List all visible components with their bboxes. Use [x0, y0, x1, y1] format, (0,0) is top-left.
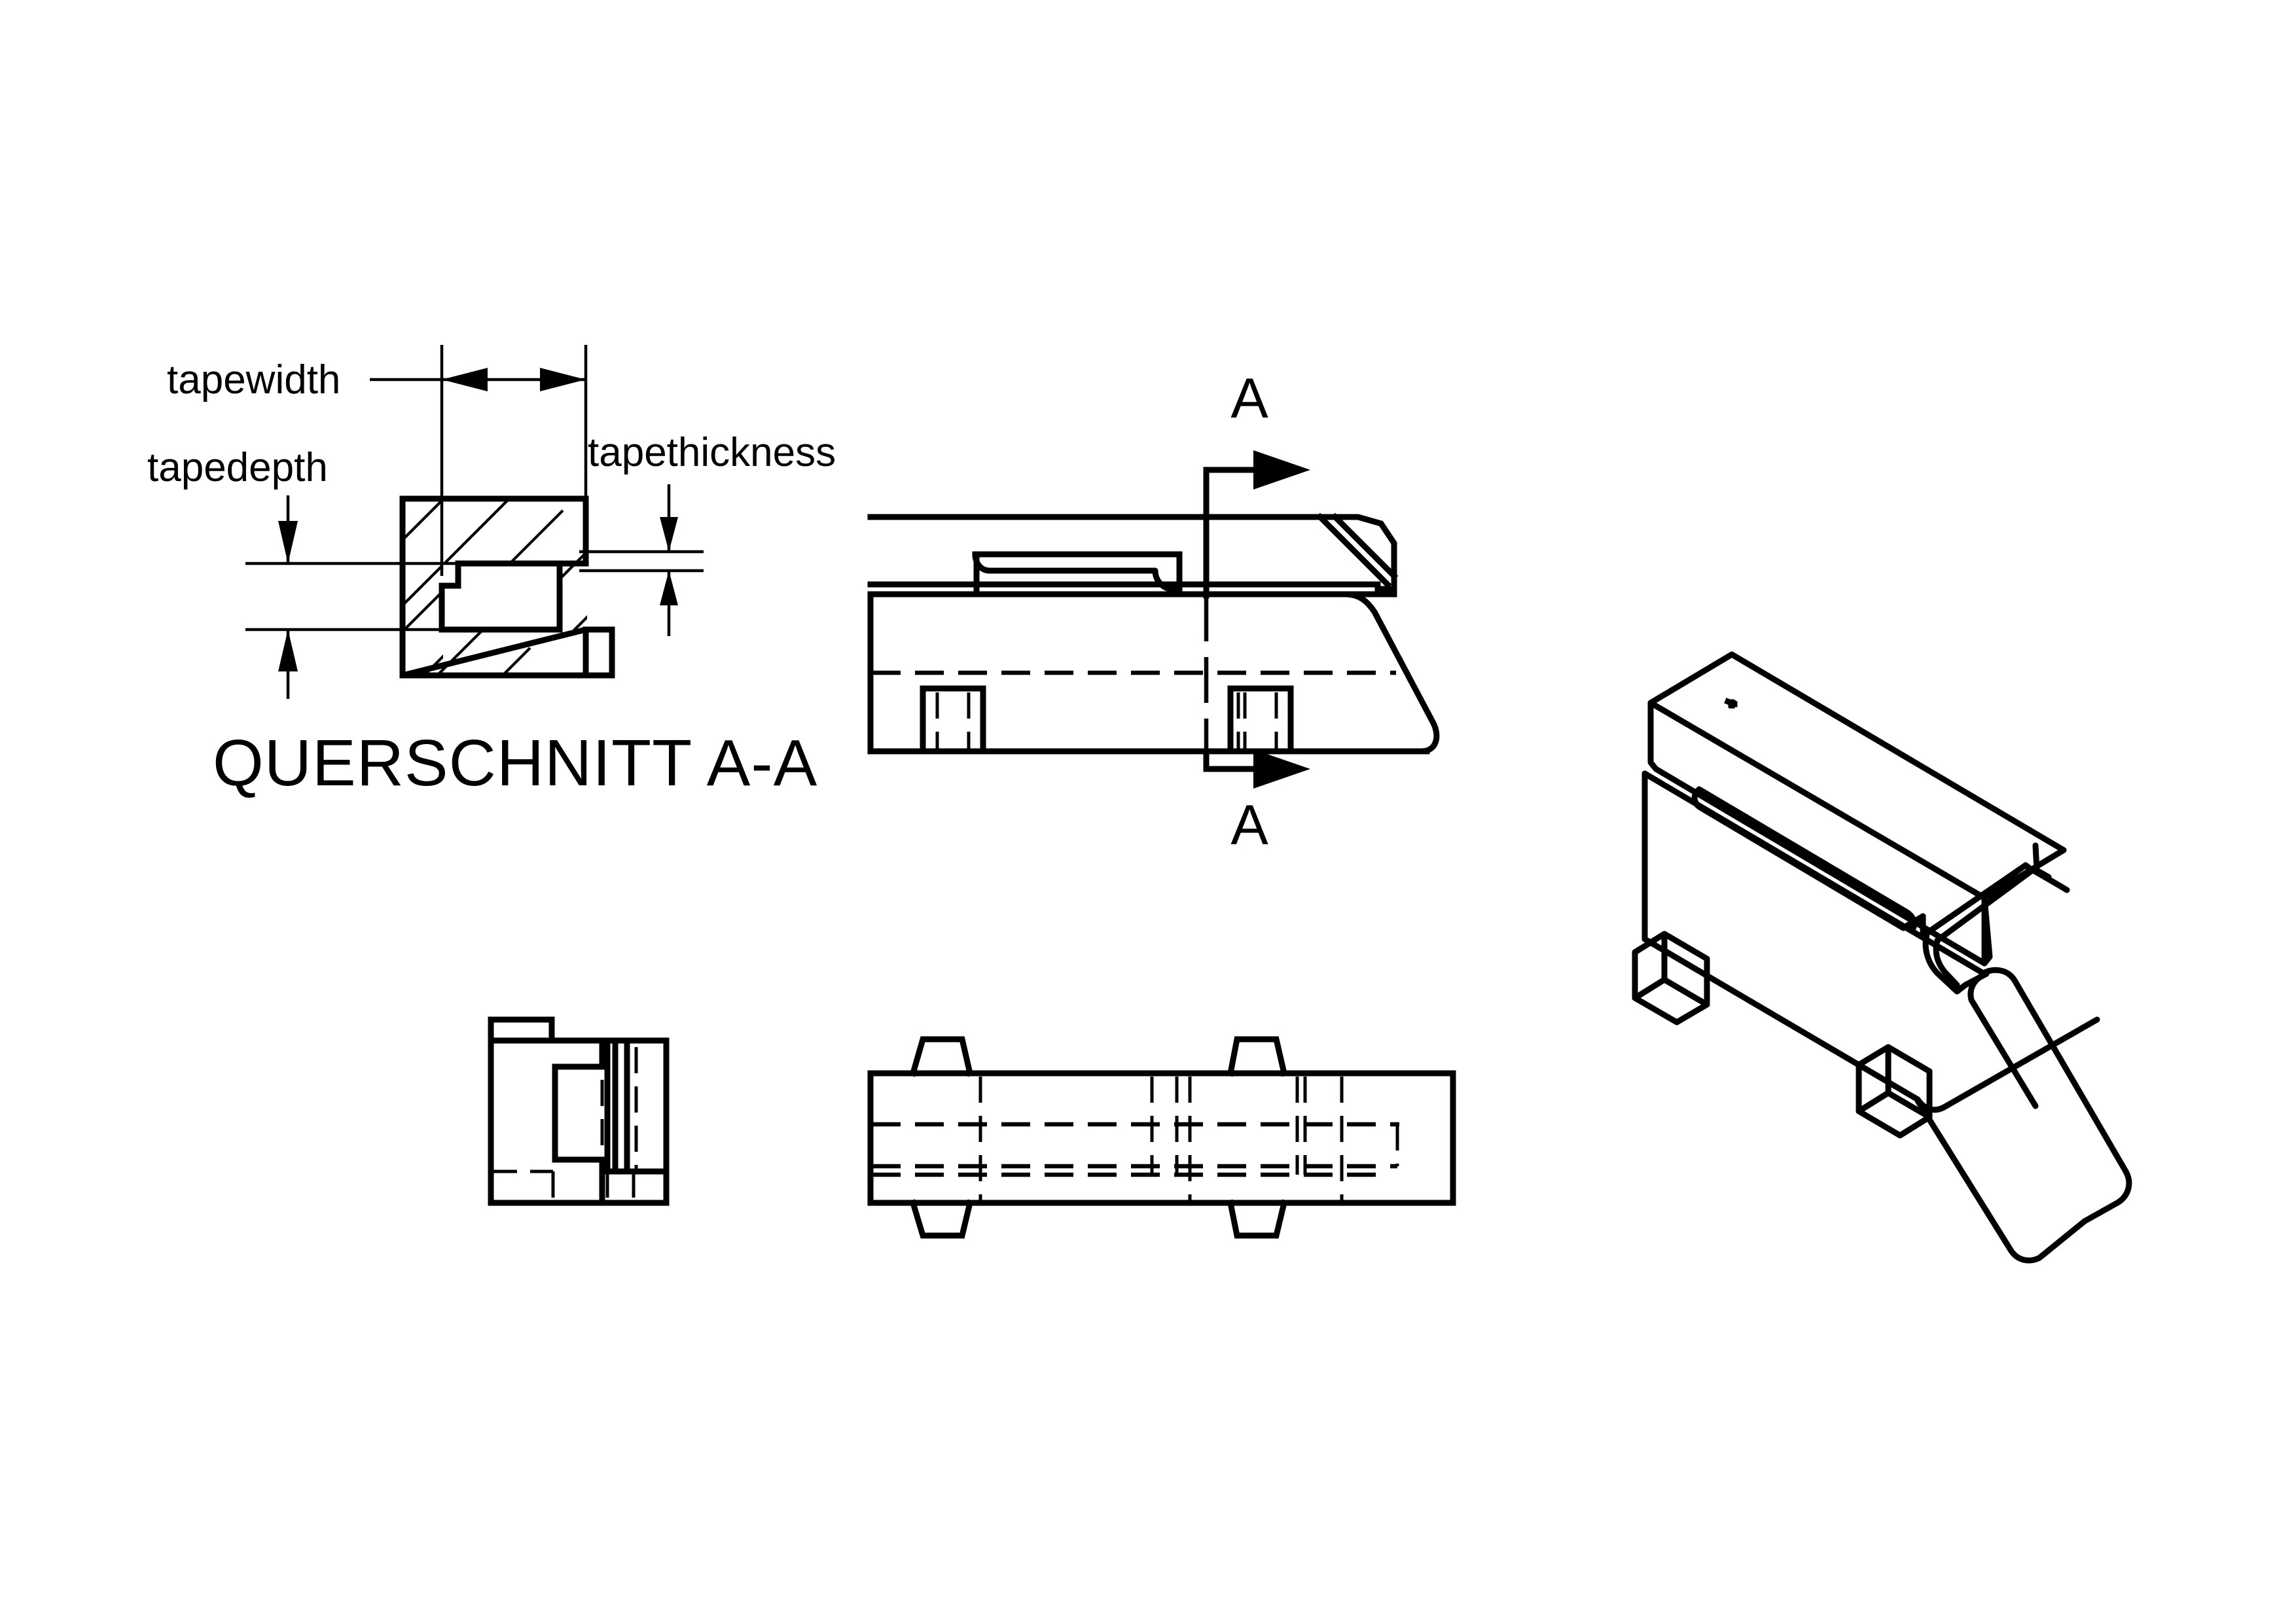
iso-notch [2032, 842, 2052, 880]
iso-topslab-leftface [1647, 700, 1993, 967]
tapewidth-arrow-right [540, 368, 586, 391]
iso-topslab-topface [1647, 651, 2067, 901]
plan-lug-top-left [909, 1036, 974, 1077]
plan-lug-top-right [1227, 1036, 1288, 1077]
plan-lug-bottom-right [1227, 1199, 1288, 1239]
section-hatching [403, 499, 587, 675]
side-tape-slot [972, 551, 1183, 597]
side-lug-right [1227, 685, 1294, 755]
tapedepth-label: tapedepth [147, 445, 328, 490]
side-body-outline [867, 514, 1397, 592]
side-chamfer-line-2 [1331, 512, 1399, 580]
iso-tape-slot-edge-a [1900, 913, 1926, 931]
section-arrow-top [1253, 450, 1310, 490]
dimension-tapewidth: tapewidth [167, 345, 588, 576]
view-isometric [1632, 651, 2132, 1264]
view-end-elevation [488, 1016, 670, 1206]
xs-groove [439, 560, 563, 633]
xs-side-lug [583, 626, 615, 679]
tapethickness-label: tapethickness [588, 430, 836, 475]
tapedepth-arrow-top [278, 521, 298, 563]
iso-lug-right [1856, 1044, 1933, 1139]
view-side-elevation: A A [867, 367, 1440, 857]
iso-blade-ramp-face [1922, 929, 1990, 995]
iso-slot-opening-right [2057, 883, 2070, 893]
end-outline [488, 1016, 670, 1206]
dimension-tapedepth: tapedepth [147, 445, 471, 699]
cross-section-outline [399, 495, 615, 679]
iso-solid [1632, 651, 2132, 1264]
tapewidth-label: tapewidth [167, 357, 340, 402]
tapethickness-arrow-bottom [660, 571, 678, 605]
section-title: QUERSCHNITT A-A [213, 726, 817, 800]
section-mark-a-top: A [1203, 367, 1310, 599]
end-top-tab [488, 1016, 555, 1044]
section-letter-bottom: A [1230, 794, 1268, 857]
iso-geometry [1728, 699, 1738, 709]
iso-tape-slot-outer [1691, 787, 1913, 931]
section-arrow-bottom [1253, 749, 1310, 789]
side-tape-slot-curve [972, 551, 1183, 592]
side-chamfer-line-1 [1316, 512, 1392, 589]
iso-mainblock-front [1641, 770, 1921, 1103]
tapethickness-arrow-top [660, 517, 678, 552]
iso-taper-ridge [1980, 967, 2132, 1224]
tapedepth-arrow-bottom [278, 630, 298, 671]
tapewidth-arrow-left [442, 368, 488, 391]
section-letter-top: A [1230, 367, 1268, 430]
end-inner-step [552, 1037, 605, 1206]
dimension-tapethickness: tapethickness [579, 430, 836, 636]
iso-blade-side [1933, 937, 1960, 988]
side-lug-left [920, 685, 986, 755]
side-taper-end [1342, 591, 1440, 755]
view-plan [867, 1036, 1456, 1239]
plan-lug-bottom-left [909, 1199, 974, 1239]
plan-outline [867, 1070, 1456, 1206]
iso-lug-left [1632, 931, 1710, 1026]
section-mark-a-bottom: A [1203, 748, 1310, 857]
iso-taper-face-edge [1914, 1097, 2088, 1264]
view-cross-section-a-a: tapewidth tapedepth tapethickness QU [147, 345, 836, 800]
